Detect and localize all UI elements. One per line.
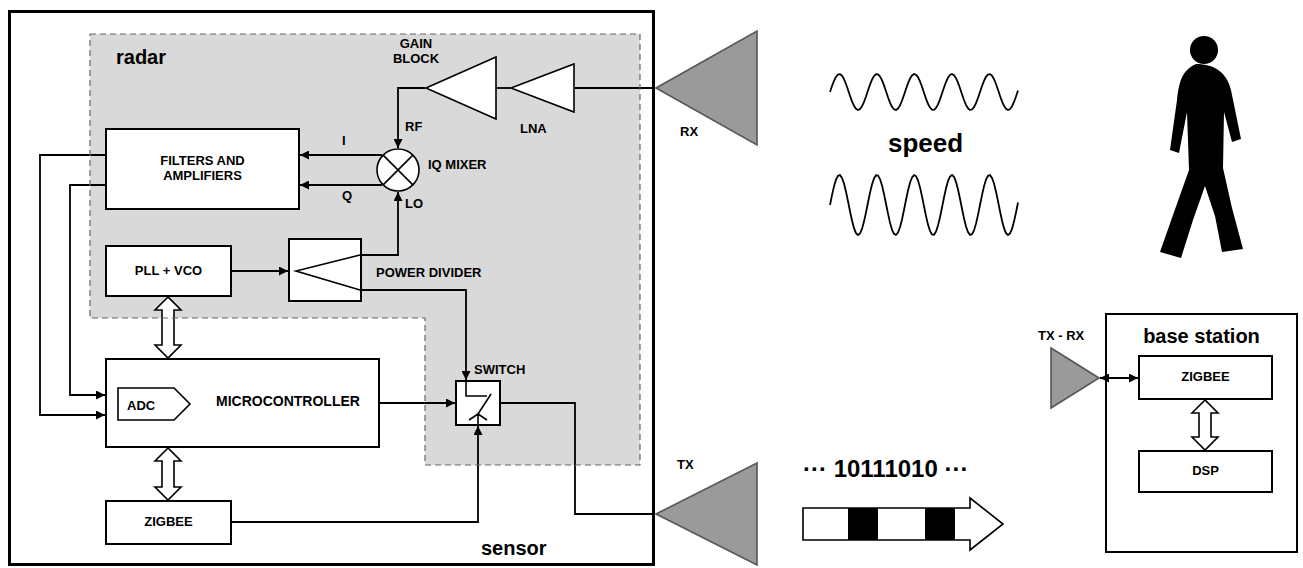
speed-waves bbox=[830, 74, 1018, 235]
node-label: sensor bbox=[481, 537, 547, 560]
signal-wire bbox=[398, 88, 425, 148]
bus-arrow bbox=[155, 448, 181, 500]
lna-amplifier-shape bbox=[511, 64, 574, 112]
person-head bbox=[1190, 36, 1218, 64]
iq-mixer: IQ MIXER bbox=[376, 148, 420, 192]
signal-name: LO bbox=[405, 197, 423, 212]
bitstream-outline bbox=[803, 498, 1003, 550]
filter-box: FILTERS AND AMPLIFIERS bbox=[105, 128, 300, 210]
radar-region-shape bbox=[90, 34, 640, 465]
node-label: SWITCH bbox=[474, 363, 525, 378]
power-divider-outline bbox=[290, 240, 360, 300]
bitstream-arrow bbox=[803, 498, 1003, 550]
signal-wire bbox=[300, 154, 382, 156]
tx-antenna-shape bbox=[656, 463, 757, 565]
txrx-antenna-outline bbox=[1050, 347, 1100, 409]
rf-switch-outline bbox=[457, 382, 499, 424]
gain-amplifier: GAIN BLOCK bbox=[425, 56, 497, 120]
rf-switch: SWITCH bbox=[455, 380, 501, 426]
adc-block-shape bbox=[118, 388, 190, 420]
rx-antenna-outline bbox=[655, 30, 758, 146]
mixer-circle bbox=[377, 149, 419, 191]
tx-antenna: TX bbox=[655, 462, 758, 566]
node-label: MICROCONTROLLER bbox=[203, 393, 373, 409]
power-divider: POWER DIVIDER bbox=[288, 238, 362, 302]
signal-wire bbox=[300, 184, 382, 186]
tx-antenna-outline bbox=[655, 462, 758, 566]
power-divider-shape bbox=[296, 255, 360, 290]
signal-wire bbox=[501, 403, 655, 514]
node-label: IQ MIXER bbox=[428, 158, 487, 173]
person-body bbox=[1160, 64, 1243, 258]
lna-amplifier: LNA bbox=[510, 63, 575, 113]
node-label: LNA bbox=[520, 122, 547, 137]
signal-wire bbox=[380, 402, 455, 404]
node-label: RX bbox=[680, 125, 698, 140]
pll-box: PLL + VCO bbox=[105, 245, 232, 297]
bit-block bbox=[848, 508, 878, 540]
radar-ground bbox=[90, 34, 640, 465]
zigbee-box: ZIGBEE bbox=[105, 500, 232, 545]
base-station-box: base stationZIGBEE DSP bbox=[1105, 313, 1298, 553]
dsp-box: DSP bbox=[1138, 450, 1273, 493]
speed-caption: speed bbox=[888, 129, 963, 159]
node-label: PLL + VCO bbox=[135, 264, 202, 279]
rx-antenna-shape bbox=[656, 31, 757, 145]
sensor-housing: sensor radar GAIN BLOCK LNA IQ MIXER FILTERS … bbox=[8, 10, 655, 566]
node-label: radar bbox=[116, 46, 166, 69]
signal-name: I bbox=[342, 134, 346, 149]
node-label: FILTERS AND AMPLIFIERS bbox=[143, 154, 263, 184]
zigbee-box: ZIGBEE bbox=[1138, 355, 1273, 400]
txrx-antenna: TX - RX bbox=[1050, 347, 1100, 409]
signal-wire bbox=[362, 192, 398, 255]
signal-name: Q bbox=[342, 189, 352, 204]
node-label: ZIGBEE bbox=[1181, 370, 1229, 385]
bus-arrow bbox=[1192, 400, 1218, 450]
rx-antenna: RX bbox=[655, 30, 758, 146]
iq-mixer-shape bbox=[383, 155, 413, 185]
node-label: POWER DIVIDER bbox=[376, 266, 481, 281]
walking-person bbox=[1160, 36, 1243, 258]
radar-ground bbox=[90, 34, 640, 465]
bus-arrow bbox=[155, 297, 181, 358]
bitstream-text: ··· 10111010 ··· bbox=[803, 455, 968, 483]
node-label: ADC bbox=[127, 399, 155, 414]
sine-wave bbox=[830, 74, 1018, 110]
signal-name: RF bbox=[405, 120, 422, 135]
node-label: TX - RX bbox=[1038, 329, 1084, 344]
signal-wire bbox=[497, 87, 510, 89]
rf-switch-shape bbox=[466, 382, 491, 424]
txrx-antenna-shape bbox=[1051, 348, 1099, 408]
signal-wire bbox=[575, 87, 655, 89]
bit-block bbox=[925, 508, 955, 540]
sine-wave bbox=[830, 175, 1018, 235]
iq-mixer-outline bbox=[376, 148, 420, 192]
signal-wire bbox=[70, 185, 105, 395]
node-label: TX bbox=[677, 458, 694, 473]
signal-wire bbox=[232, 270, 288, 272]
adc-block: ADC bbox=[117, 387, 191, 421]
lna-amplifier-outline bbox=[510, 63, 575, 113]
gain-amplifier-shape bbox=[426, 57, 496, 119]
microcontroller-box: MICROCONTROLLER ADC bbox=[105, 358, 380, 448]
node-label: DSP bbox=[1192, 464, 1219, 479]
node-label: GAIN BLOCK bbox=[388, 37, 444, 67]
node-label: base station bbox=[1107, 325, 1296, 348]
node-label: ZIGBEE bbox=[144, 515, 192, 530]
signal-wire bbox=[40, 155, 105, 415]
